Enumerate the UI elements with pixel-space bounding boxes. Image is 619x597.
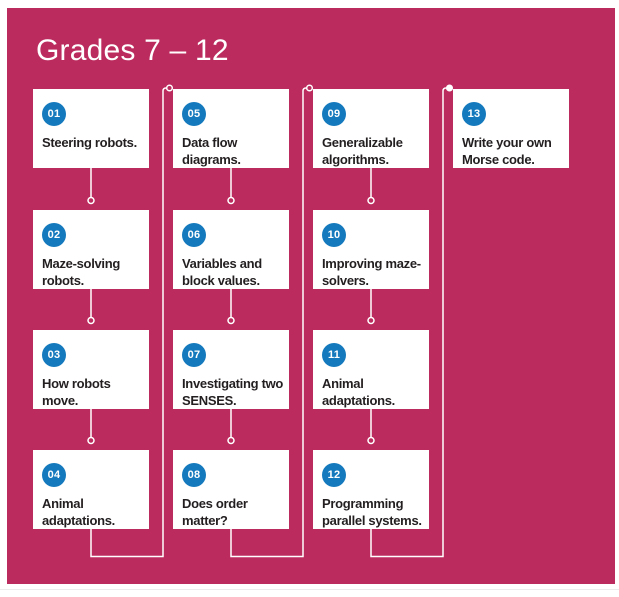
lesson-number-badge: 05 — [182, 102, 206, 126]
lesson-card-05: 05 Data flow diagrams. — [173, 89, 289, 168]
lesson-title: Animal adaptations. — [42, 496, 115, 528]
lesson-card-12: 12 Programming parallel systems. — [313, 450, 429, 529]
page-title: Grades 7 – 12 — [36, 34, 229, 67]
lesson-card-09: 09 Generalizable algorithms. — [313, 89, 429, 168]
lesson-number-badge: 07 — [182, 343, 206, 367]
lesson-title: Variables and block values. — [182, 256, 262, 288]
lesson-number-badge: 12 — [322, 463, 346, 487]
lesson-number-badge: 10 — [322, 223, 346, 247]
lesson-number-badge: 09 — [322, 102, 346, 126]
lesson-card-10: 10 Improving maze- solvers. — [313, 210, 429, 289]
lesson-number-badge: 03 — [42, 343, 66, 367]
lesson-number-badge: 01 — [42, 102, 66, 126]
lesson-card-07: 07 Investigating two SENSES. — [173, 330, 289, 409]
lesson-number-badge: 11 — [322, 343, 346, 367]
lesson-number-badge: 06 — [182, 223, 206, 247]
lesson-title: How robots move. — [42, 376, 111, 408]
lesson-number-badge: 04 — [42, 463, 66, 487]
lesson-number-badge: 13 — [462, 102, 486, 126]
lesson-title: Improving maze- solvers. — [322, 256, 421, 288]
lesson-title: Generalizable algorithms. — [322, 135, 403, 167]
lesson-title: Steering robots. — [42, 135, 137, 150]
lesson-card-06: 06 Variables and block values. — [173, 210, 289, 289]
lesson-card-03: 03 How robots move. — [33, 330, 149, 409]
lesson-number-badge: 02 — [42, 223, 66, 247]
lesson-card-02: 02 Maze-solving robots. — [33, 210, 149, 289]
lesson-card-11: 11 Animal adaptations. — [313, 330, 429, 409]
lesson-card-04: 04 Animal adaptations. — [33, 450, 149, 529]
lesson-card-13: 13 Write your own Morse code. — [453, 89, 569, 168]
lesson-number-badge: 08 — [182, 463, 206, 487]
lesson-title: Maze-solving robots. — [42, 256, 121, 288]
lesson-title: Write your own Morse code. — [462, 135, 552, 167]
lesson-title: Programming parallel systems. — [322, 496, 422, 528]
lesson-title: Does order matter? — [182, 496, 248, 528]
lesson-title: Animal adaptations. — [322, 376, 395, 408]
lesson-title: Data flow diagrams. — [182, 135, 241, 167]
lesson-title: Investigating two SENSES. — [182, 376, 284, 408]
page-edge-divider — [0, 589, 619, 590]
lesson-card-08: 08 Does order matter? — [173, 450, 289, 529]
lesson-card-01: 01 Steering robots. — [33, 89, 149, 168]
